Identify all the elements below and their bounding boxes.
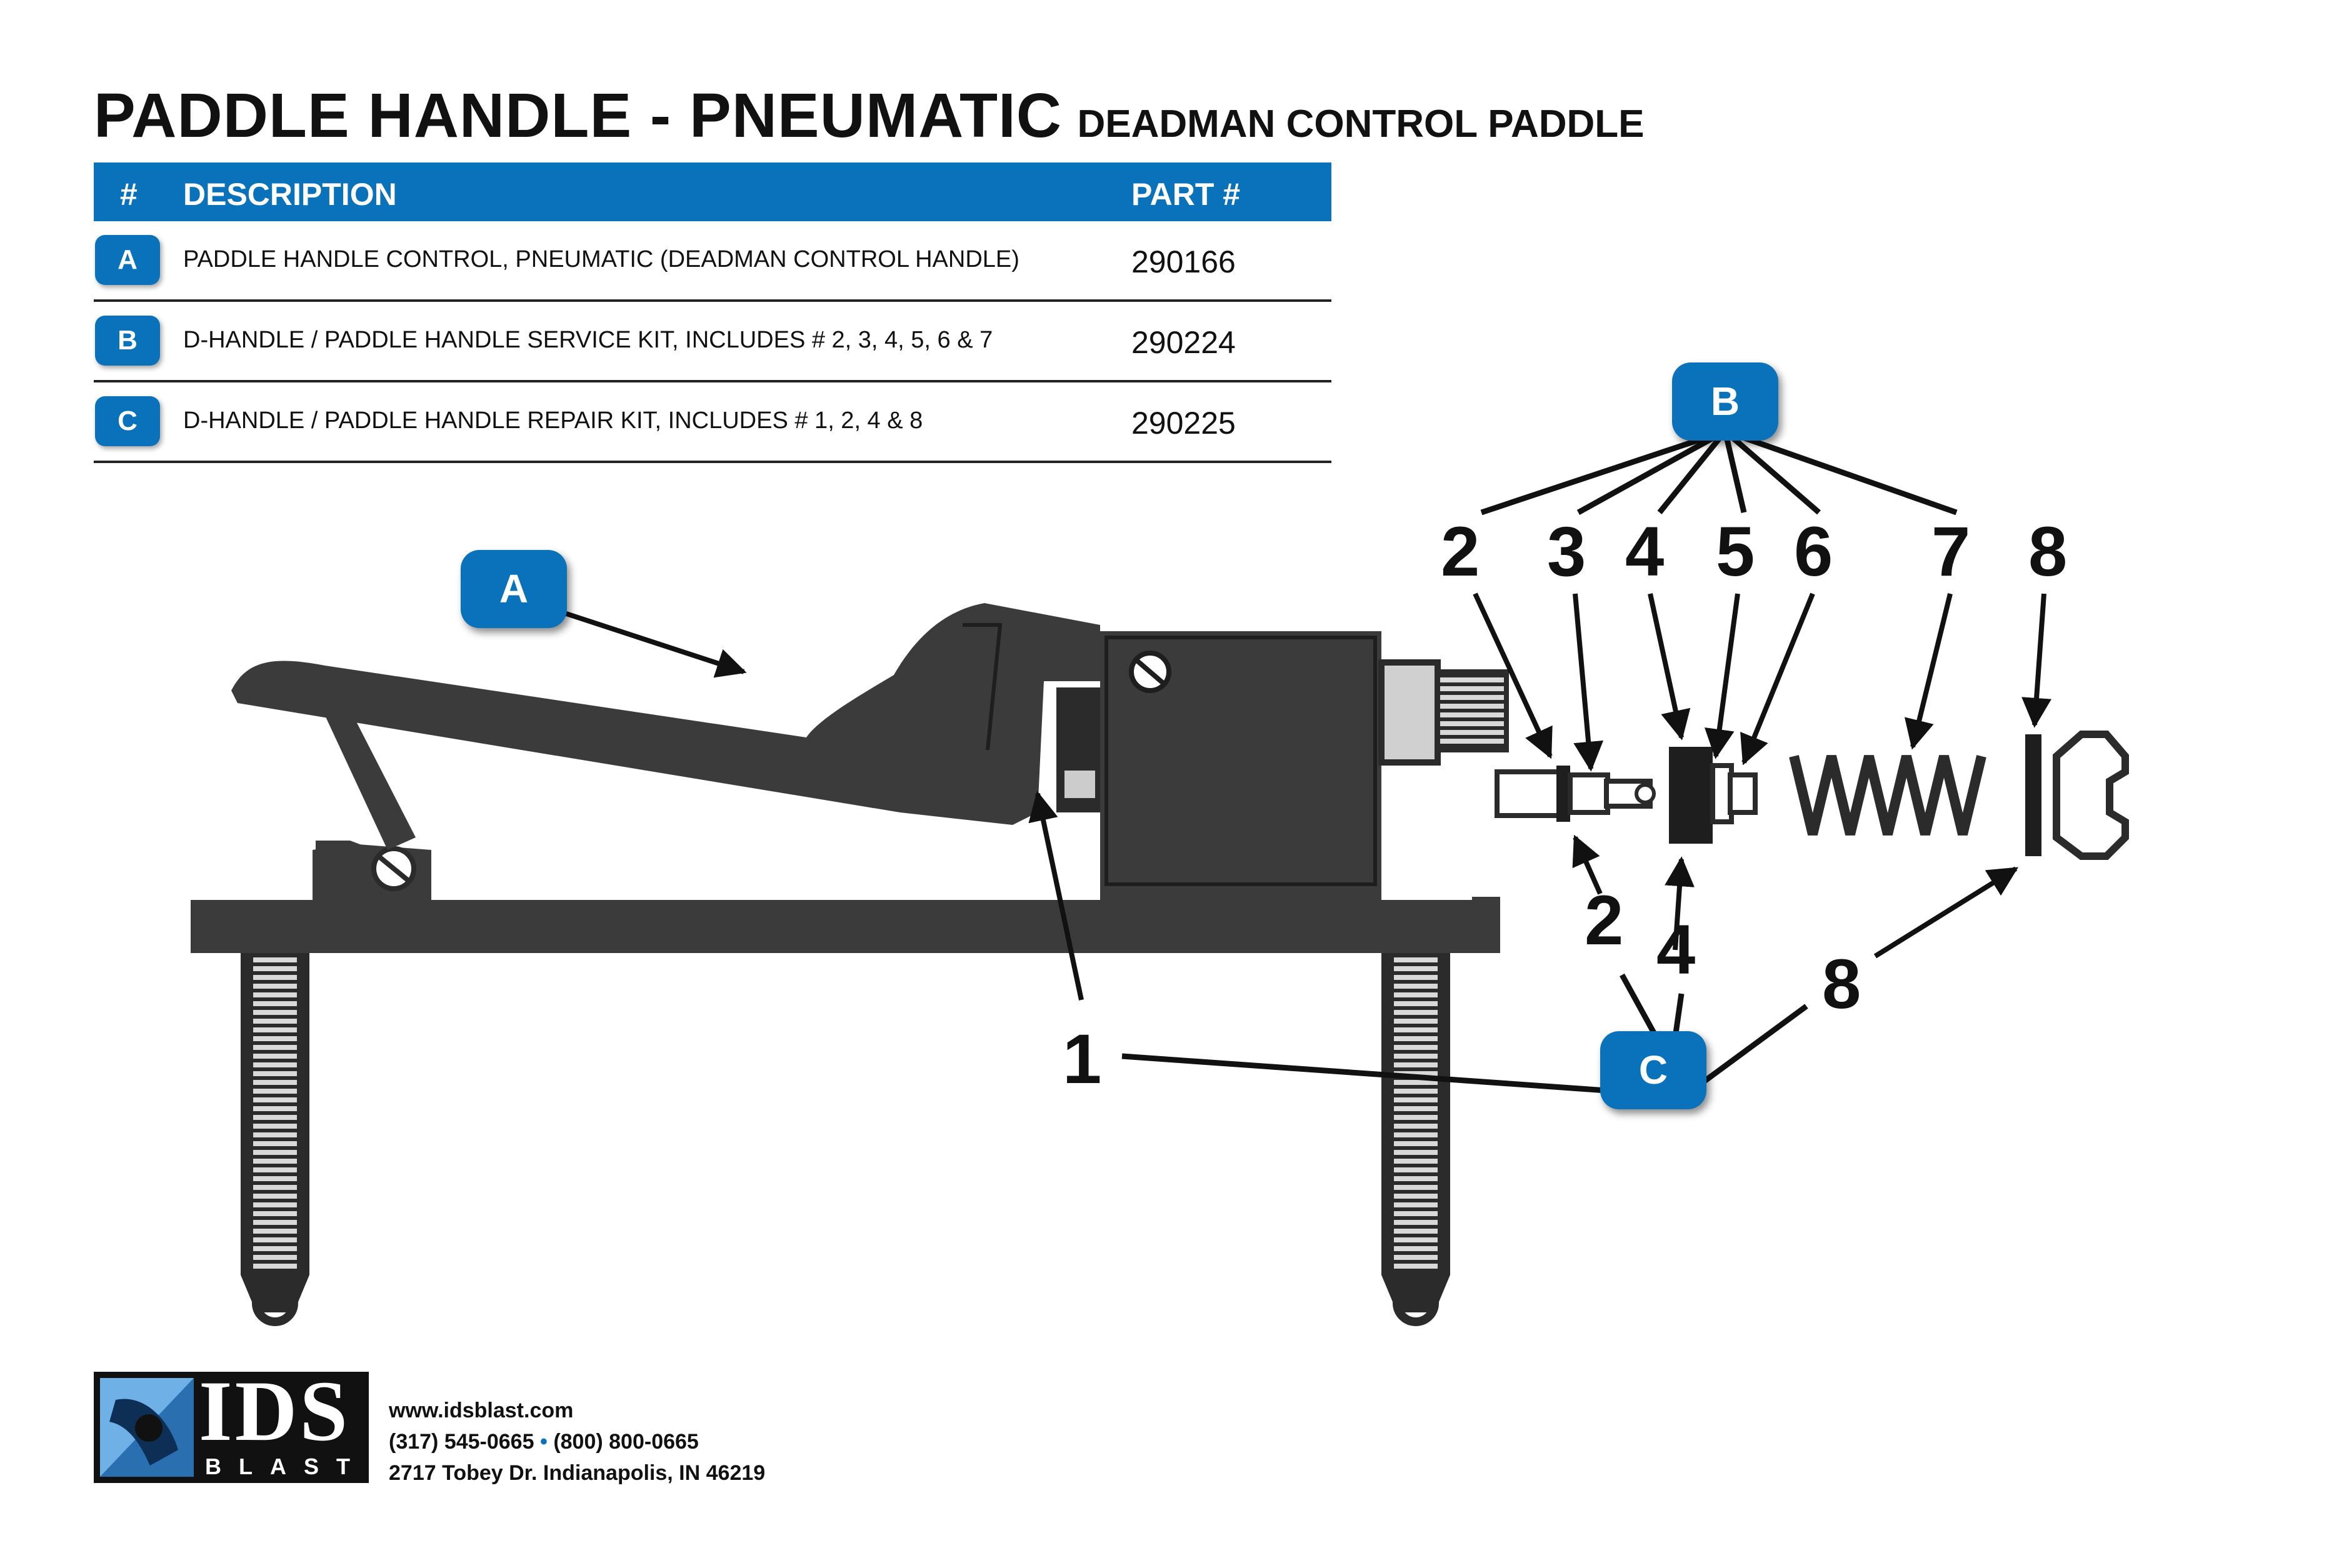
footer-address: 2717 Tobey Dr. Indianapolis, IN 46219 bbox=[389, 1461, 766, 1485]
label-6: 6 bbox=[1794, 512, 1833, 591]
footer-phone-1[interactable]: (317) 545-0665 bbox=[389, 1430, 534, 1454]
valve-cap bbox=[2053, 731, 2129, 860]
footer-contact: www.idsblast.com (317) 545-0665 • (800) … bbox=[389, 1395, 765, 1489]
label-lower-4: 4 bbox=[1656, 911, 1696, 989]
part-4-seal bbox=[1669, 747, 1713, 844]
footer-phones: (317) 545-0665 • (800) 800-0665 bbox=[389, 1426, 765, 1457]
row-part-number: 290224 bbox=[1131, 325, 1236, 360]
header-description: DESCRIPTION bbox=[183, 177, 397, 212]
part-3-seat bbox=[1568, 772, 1610, 815]
label-3: 3 bbox=[1547, 512, 1586, 591]
row-badge: A bbox=[95, 235, 160, 285]
label-4: 4 bbox=[1625, 512, 1665, 591]
part-arrows bbox=[561, 592, 2052, 1001]
pivot-bracket bbox=[316, 841, 431, 903]
callout-b: B bbox=[1672, 362, 1778, 441]
row-part-number: 290166 bbox=[1131, 244, 1236, 279]
air-fitting bbox=[1378, 659, 1509, 766]
separator-dot-icon: • bbox=[539, 1430, 554, 1454]
footer-phone-2[interactable]: (800) 800-0665 bbox=[553, 1430, 699, 1454]
table-row: B D-HANDLE / PADDLE HANDLE SERVICE KIT, … bbox=[94, 302, 1331, 382]
mounting-stud-right bbox=[1381, 950, 1450, 1326]
table-row: A PADDLE HANDLE CONTROL, PNEUMATIC (DEAD… bbox=[94, 221, 1331, 302]
link-arm bbox=[325, 716, 416, 850]
part-2-oring bbox=[1556, 766, 1570, 822]
label-2: 2 bbox=[1441, 512, 1480, 591]
callout-b-lines bbox=[1480, 428, 1958, 516]
table-row: C D-HANDLE / PADDLE HANDLE REPAIR KIT, I… bbox=[94, 382, 1331, 463]
row-description: D-HANDLE / PADDLE HANDLE REPAIR KIT, INC… bbox=[183, 407, 923, 434]
valve-body bbox=[1100, 631, 1381, 953]
label-lower-2: 2 bbox=[1585, 881, 1624, 959]
callout-a: A bbox=[461, 550, 567, 628]
logo-text: IDS bbox=[199, 1363, 351, 1459]
exploded-parts bbox=[1495, 731, 2129, 860]
row-badge: C bbox=[95, 396, 160, 446]
table-header: # DESCRIPTION PART # bbox=[94, 162, 1331, 221]
callout-c-lines bbox=[1121, 973, 1808, 1094]
parts-table: # DESCRIPTION PART # A PADDLE HANDLE CON… bbox=[94, 162, 1331, 463]
label-lower-1: 1 bbox=[1063, 1020, 1102, 1098]
label-7: 7 bbox=[1931, 512, 1971, 591]
row-badge: B bbox=[95, 316, 160, 366]
header-num: # bbox=[120, 177, 138, 212]
mounting-stud-left bbox=[241, 950, 309, 1326]
part-2-stem bbox=[1495, 769, 1562, 818]
part-6-nut bbox=[1728, 772, 1758, 815]
logo-subtext: BLAST bbox=[205, 1454, 368, 1479]
row-description: PADDLE HANDLE CONTROL, PNEUMATIC (DEADMA… bbox=[183, 246, 1019, 272]
header-part: PART # bbox=[1131, 177, 1241, 212]
title-sub: DEADMAN CONTROL PADDLE bbox=[1077, 102, 1645, 146]
label-lower-8: 8 bbox=[1822, 945, 1861, 1023]
label-5: 5 bbox=[1716, 512, 1755, 591]
part-7-spring bbox=[1789, 755, 1986, 836]
paddle-lever bbox=[231, 603, 1100, 825]
page-title: PADDLE HANDLE - PNEUMATIC DEADMAN CONTRO… bbox=[94, 80, 1645, 152]
title-main: PADDLE HANDLE - PNEUMATIC bbox=[94, 81, 1063, 151]
footer-website[interactable]: www.idsblast.com bbox=[389, 1399, 574, 1422]
label-8: 8 bbox=[2028, 512, 2068, 591]
row-description: D-HANDLE / PADDLE HANDLE SERVICE KIT, IN… bbox=[183, 327, 993, 353]
row-part-number: 290225 bbox=[1131, 406, 1236, 441]
callout-c: C bbox=[1600, 1031, 1706, 1109]
part-8-oring bbox=[2025, 734, 2041, 856]
ids-logo bbox=[94, 1372, 369, 1483]
